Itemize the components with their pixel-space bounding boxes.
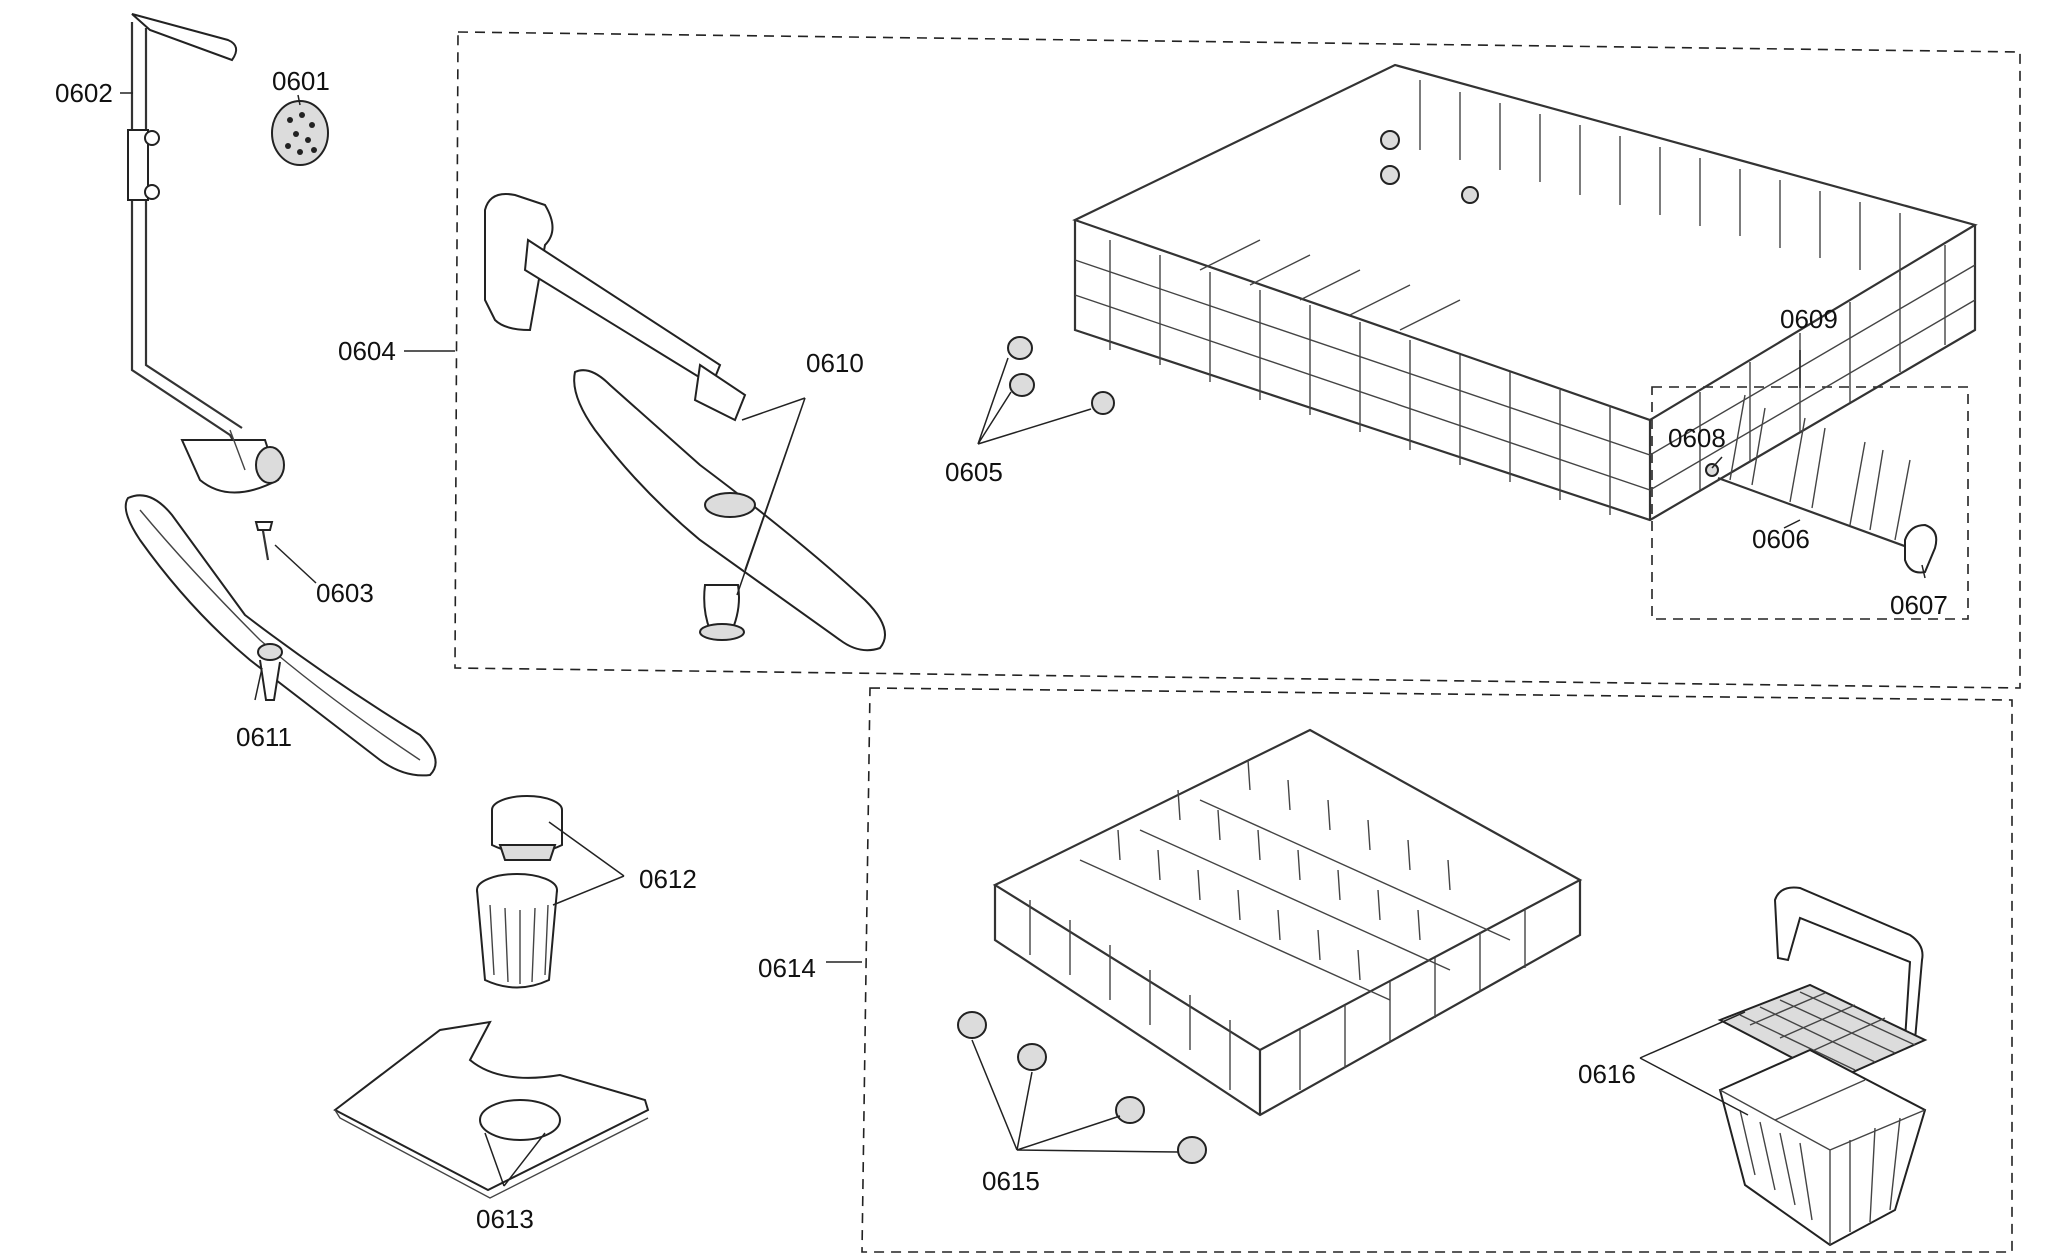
cup-shelf-insert <box>1705 394 1938 574</box>
label-0608: 0608 <box>1668 423 1726 453</box>
label-0603: 0603 <box>316 578 374 608</box>
label-0613: 0613 <box>476 1204 534 1234</box>
label-0606: 0606 <box>1752 524 1810 554</box>
label-0602: 0602 <box>55 78 113 108</box>
filter-plate <box>333 1020 650 1199</box>
label-0601: 0601 <box>272 66 330 96</box>
screw <box>254 521 274 561</box>
spray-supply-pipe <box>127 13 285 494</box>
leader-lines <box>120 92 1926 1187</box>
label-0605: 0605 <box>945 457 1003 487</box>
label-0612: 0612 <box>639 864 697 894</box>
label-0610: 0610 <box>806 348 864 378</box>
upper-rack-basket <box>1072 63 1978 522</box>
label-0604: 0604 <box>338 336 396 366</box>
label-0609: 0609 <box>1780 304 1838 334</box>
label-0611: 0611 <box>236 722 292 752</box>
label-0614: 0614 <box>758 953 816 983</box>
label-0616: 0616 <box>1578 1059 1636 1089</box>
upper-spray-arm-assembly <box>484 193 886 652</box>
filter-cylinder-assembly <box>476 795 563 989</box>
lower-rack-basket <box>992 728 1583 1117</box>
cutlery-basket <box>1717 886 1928 1247</box>
lower-rack-wheels <box>957 1011 1207 1164</box>
label-0607: 0607 <box>1890 590 1948 620</box>
spray-nozzle-disc <box>271 100 329 166</box>
lower-spray-arm <box>124 494 437 777</box>
rack-insert-kit-box <box>1651 386 1969 620</box>
upper-rack-wheels <box>1007 336 1115 415</box>
upper-rack-assembly-box <box>454 31 2021 689</box>
label-0615: 0615 <box>982 1166 1040 1196</box>
lower-rack-assembly-box <box>861 687 2013 1253</box>
